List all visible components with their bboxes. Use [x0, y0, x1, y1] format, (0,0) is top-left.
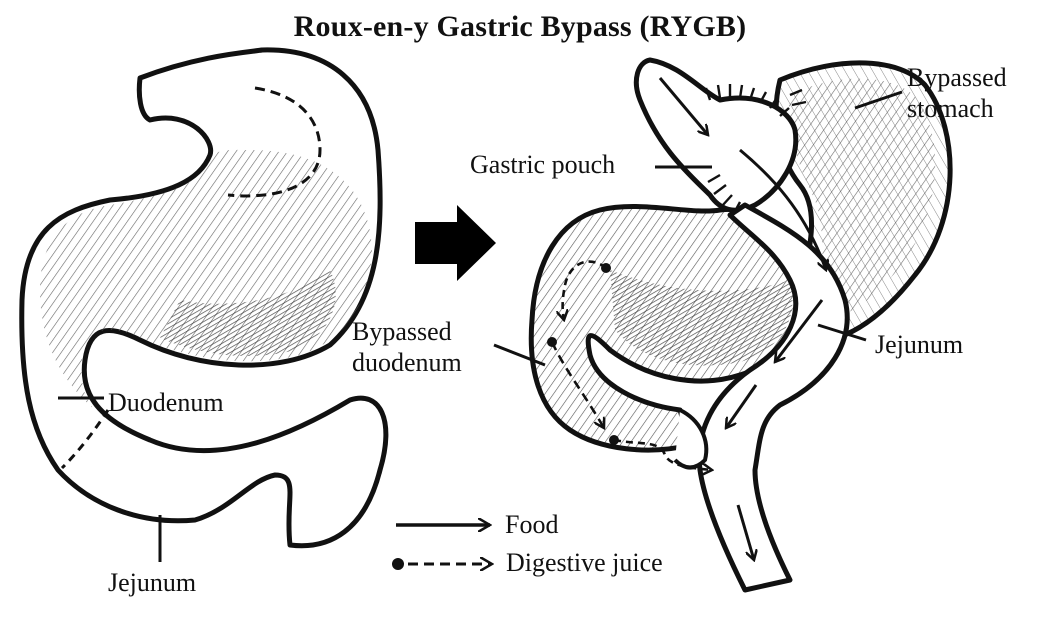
label-gastric-pouch: Gastric pouch [470, 150, 615, 180]
label-duodenum: Duodenum [108, 388, 224, 418]
legend-digestive-juice-label: Digestive juice [506, 548, 663, 578]
label-bypassed-stomach: Bypassed stomach [907, 62, 1007, 124]
legend [392, 525, 492, 570]
label-jejunum-right: Jejunum [875, 330, 963, 360]
label-bypassed-duodenum-line1: Bypassed [352, 316, 462, 347]
jejunojejunostomy [675, 410, 706, 468]
transition-arrow-icon [415, 205, 496, 281]
normal-stomach [22, 50, 386, 562]
legend-food-label: Food [505, 510, 558, 540]
label-bypassed-stomach-line1: Bypassed [907, 62, 1007, 93]
label-bypassed-duodenum-line2: duodenum [352, 347, 462, 378]
legend-juice-dot-icon [392, 558, 404, 570]
label-jejunum-left: Jejunum [108, 568, 196, 598]
label-bypassed-stomach-line2: stomach [907, 93, 1007, 124]
diagram-title: Roux-en-y Gastric Bypass (RYGB) [0, 10, 1040, 44]
label-bypassed-duodenum: Bypassed duodenum [352, 316, 462, 378]
bypass-anatomy [494, 60, 950, 590]
gastric-pouch [636, 60, 795, 210]
